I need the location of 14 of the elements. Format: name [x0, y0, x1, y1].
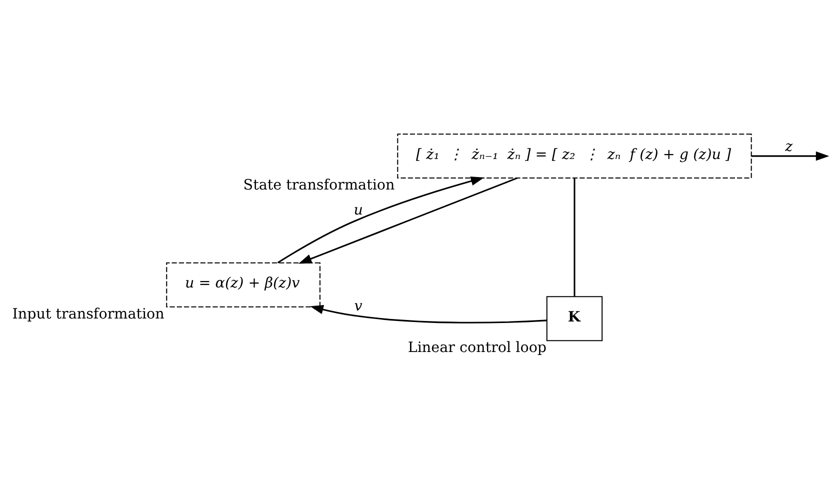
arrow	[298, 176, 518, 264]
edge-label: u	[354, 202, 363, 218]
edge-label: z	[785, 138, 793, 155]
node-label: Input transformation	[12, 306, 164, 322]
node-label: State transformation	[243, 176, 395, 193]
connector	[574, 178, 576, 296]
arrow	[752, 150, 830, 160]
node-box: K	[546, 296, 603, 341]
arrow	[310, 304, 547, 323]
edge-label: v	[354, 298, 362, 314]
node-box: u = α(z) + β(z)v	[166, 262, 320, 307]
arrow	[277, 176, 484, 263]
node-box: [ ż₁ ⋮ żₙ₋₁ żₙ ] = [ z₂ ⋮ zₙ f (z) + g (z)u ]	[397, 133, 752, 178]
node-label: Linear control loop	[408, 340, 547, 356]
